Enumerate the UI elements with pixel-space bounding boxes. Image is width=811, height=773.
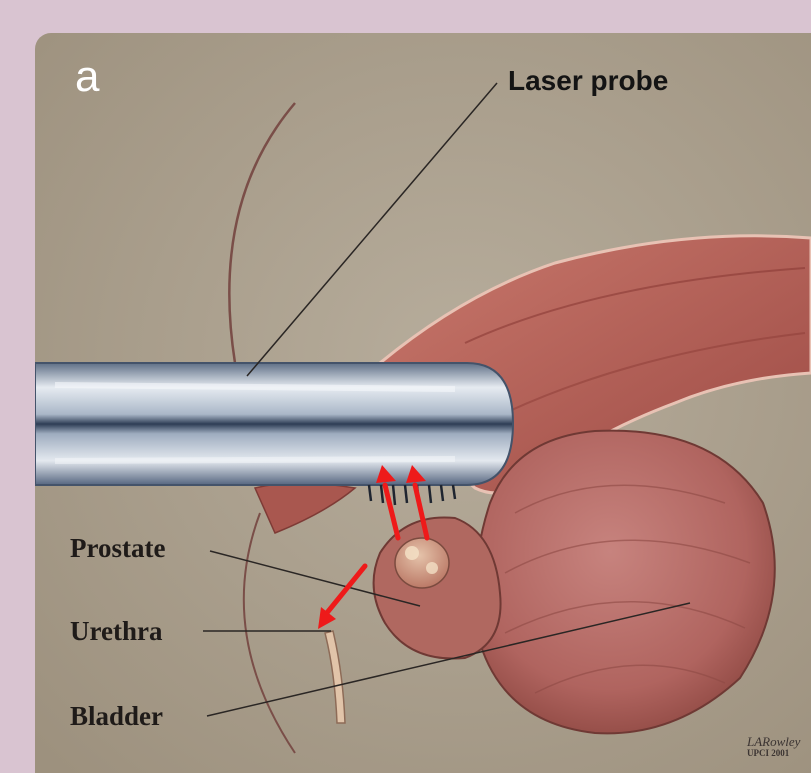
laser-probe-label: Laser probe xyxy=(508,67,668,95)
laser-probe-shape xyxy=(35,363,513,485)
urethra-label: Urethra xyxy=(70,618,162,645)
artist-signature: LARowley UPCI 2001 xyxy=(747,735,800,758)
bladder-label: Bladder xyxy=(70,703,163,730)
panel-letter: a xyxy=(75,55,99,99)
illustration-panel: LARowley UPCI 2001 xyxy=(35,33,811,773)
signature-line-1: LARowley xyxy=(747,735,800,749)
anatomy-illustration xyxy=(35,33,811,773)
bladder-shape xyxy=(475,431,774,734)
prostate-label: Prostate xyxy=(70,535,165,562)
signature-line-2: UPCI 2001 xyxy=(747,749,800,758)
